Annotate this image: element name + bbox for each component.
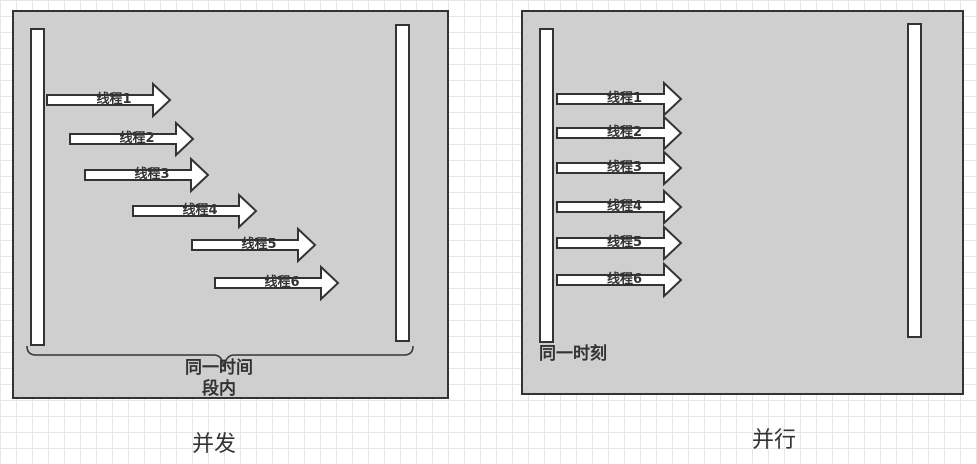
thread-arrow-1 — [556, 80, 683, 118]
thread-label-1: 线程1 — [606, 91, 643, 106]
start-bar — [539, 28, 554, 343]
thread-label-5: 线程5 — [241, 237, 277, 252]
end-bar — [907, 23, 922, 338]
thread-label-3: 线程3 — [134, 167, 170, 182]
thread-arrow-4 — [556, 188, 683, 226]
thread-arrow-6 — [214, 264, 340, 302]
thread-arrow-6 — [556, 261, 683, 299]
parallel-caption: 并行 — [752, 428, 797, 453]
thread-arrow-2 — [69, 120, 195, 158]
parallel-note: 同一时刻 — [539, 344, 607, 364]
thread-arrow-5 — [556, 224, 683, 262]
concurrent-thread-arrows — [46, 81, 340, 302]
thread-arrow-3 — [556, 149, 683, 187]
concurrent-panel: 线程1 线程2 线程3 线程4 线程5 线程6 同一时间段内 — [12, 10, 449, 399]
thread-label-5: 线程5 — [606, 235, 643, 250]
end-bar — [395, 24, 410, 342]
thread-label-6: 线程6 — [606, 272, 643, 287]
thread-arrow-4 — [132, 192, 258, 230]
concurrent-note: 同一时间段内 — [185, 358, 253, 399]
thread-label-1: 线程1 — [96, 92, 132, 107]
thread-label-2: 线程2 — [606, 125, 643, 140]
thread-label-3: 线程3 — [606, 160, 643, 175]
time-span-brace — [26, 345, 414, 368]
thread-arrow-3 — [84, 156, 210, 194]
concurrent-caption: 并发 — [192, 432, 237, 457]
parallel-panel: 线程1 线程2 线程3 线程4 线程5 线程6 同一时刻 — [521, 10, 964, 395]
thread-arrow-2 — [556, 114, 683, 152]
thread-arrow-5 — [191, 226, 317, 264]
thread-label-4: 线程4 — [606, 199, 643, 214]
thread-label-4: 线程4 — [182, 203, 218, 218]
start-bar — [30, 28, 45, 346]
thread-label-2: 线程2 — [119, 131, 155, 146]
parallel-thread-arrows — [556, 80, 683, 299]
thread-arrow-1 — [46, 81, 172, 119]
thread-label-6: 线程6 — [264, 275, 300, 290]
